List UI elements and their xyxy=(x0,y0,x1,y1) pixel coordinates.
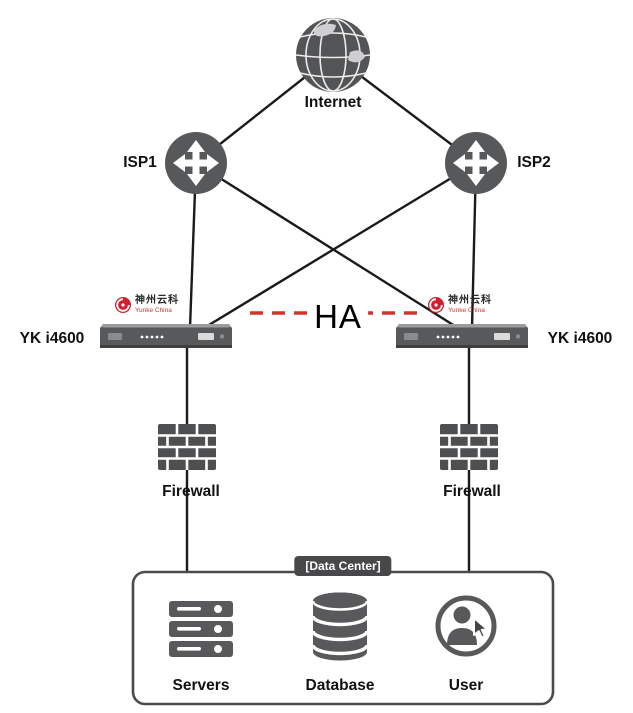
appliance-right-label: YK i4600 xyxy=(547,330,613,347)
vendor-logo-right: 神州云科 Yunke China xyxy=(427,296,492,315)
isp2-router-icon xyxy=(445,132,507,194)
appliance-left-label: YK i4600 xyxy=(19,330,85,347)
vendor-logo-en: Yunke China xyxy=(135,307,172,314)
vendor-logo-cn: 神州云科 xyxy=(135,295,179,306)
user-label: User xyxy=(448,677,484,694)
vendor-logo-en: Yunke China xyxy=(448,307,485,314)
internet-label: Internet xyxy=(304,94,362,111)
servers-label: Servers xyxy=(172,677,230,694)
vendor-logo-cn: 神州云科 xyxy=(448,295,492,306)
appliance-left-icon xyxy=(100,324,232,348)
user-icon xyxy=(435,595,497,657)
vendor-logo-mark-icon xyxy=(428,297,444,314)
isp2-label: ISP2 xyxy=(517,154,551,171)
firewall-left-label: Firewall xyxy=(162,483,220,500)
firewall-left-icon xyxy=(156,422,218,472)
ha-label: HA xyxy=(308,298,368,336)
datacenter-badge: [Data Center] xyxy=(294,556,392,576)
database-label: Database xyxy=(305,677,375,694)
internet-globe-icon xyxy=(295,18,371,92)
isp1-router-icon xyxy=(165,132,227,194)
cursor-arrow-icon xyxy=(473,617,489,639)
vendor-logo-mark-icon xyxy=(115,297,131,314)
servers-icon xyxy=(169,601,233,657)
firewall-right-icon xyxy=(438,422,500,472)
firewall-right-label: Firewall xyxy=(443,483,501,500)
isp1-label: ISP1 xyxy=(123,154,157,171)
vendor-logo-left: 神州云科 Yunke China xyxy=(114,296,179,315)
database-icon xyxy=(311,592,369,661)
appliance-right-icon xyxy=(396,324,528,348)
